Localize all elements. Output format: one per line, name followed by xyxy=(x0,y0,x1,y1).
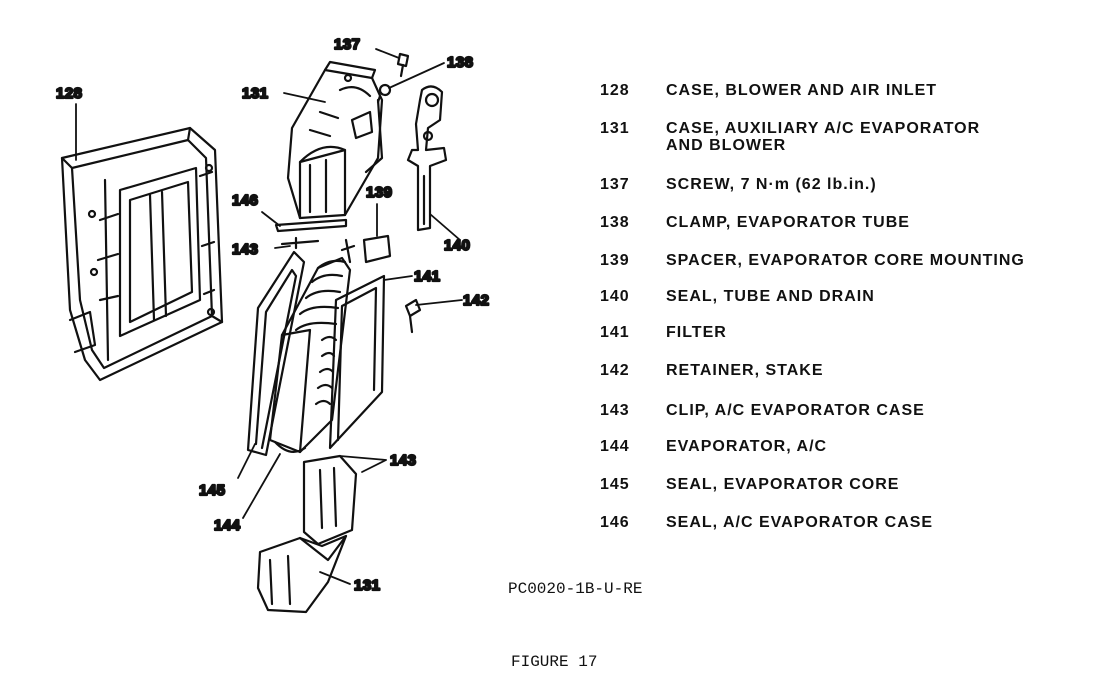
legend-description: CLAMP, EVAPORATOR TUBE xyxy=(666,214,910,231)
legend-number: 143 xyxy=(600,402,630,419)
legend-description: SCREW, 7 N·m (62 lb.in.) xyxy=(666,176,877,193)
callout-143-right: 143 xyxy=(390,452,417,469)
legend-description: FILTER xyxy=(666,324,727,341)
part-141-filter xyxy=(328,274,386,450)
part-140-seal-tube-drain xyxy=(406,85,448,232)
callout-143-left: 143 xyxy=(232,241,259,258)
legend-description: SEAL, A/C EVAPORATOR CASE xyxy=(666,514,934,531)
part-139-spacer xyxy=(362,234,392,264)
legend-number: 128 xyxy=(600,82,630,99)
callout-139: 139 xyxy=(366,184,393,201)
legend-number: 145 xyxy=(600,476,630,493)
legend-number: 146 xyxy=(600,514,630,531)
callout-131-bottom: 131 xyxy=(354,577,381,594)
part-146-seal xyxy=(274,218,348,233)
legend-description: RETAINER, STAKE xyxy=(666,362,824,379)
figure-title: FIGURE 17 xyxy=(511,653,598,671)
legend-number: 138 xyxy=(600,214,630,231)
legend-description: SPACER, EVAPORATOR CORE MOUNTING xyxy=(666,252,1025,269)
callout-141: 141 xyxy=(414,268,441,285)
legend-number: 144 xyxy=(600,438,630,455)
callout-142: 142 xyxy=(463,292,490,309)
part-137-screw xyxy=(396,52,410,78)
part-144-evaporator xyxy=(268,238,356,454)
legend-number: 142 xyxy=(600,362,630,379)
legend-description: CASE, BLOWER AND AIR INLET xyxy=(666,82,938,99)
callout-138: 138 xyxy=(447,54,474,71)
legend-description-line2: AND BLOWER xyxy=(666,137,787,154)
part-138-clamp xyxy=(376,83,392,104)
callout-145: 145 xyxy=(199,482,226,499)
legend-description: SEAL, EVAPORATOR CORE xyxy=(666,476,900,493)
callout-144: 144 xyxy=(214,517,241,534)
legend-description: CLIP, A/C EVAPORATOR CASE xyxy=(666,402,925,419)
figure-code: PC0020-1B-U-RE xyxy=(508,580,643,598)
legend-number: 140 xyxy=(600,288,630,305)
leader-lines xyxy=(75,48,463,585)
legend-description: CASE, AUXILIARY A/C EVAPORATOR xyxy=(666,120,981,137)
part-142-retainer xyxy=(404,298,422,334)
legend-description: EVAPORATOR, A/C xyxy=(666,438,828,455)
callout-128: 128 xyxy=(56,85,83,102)
part-131-lower-case xyxy=(256,454,358,614)
callout-137: 137 xyxy=(334,36,361,53)
callout-140: 140 xyxy=(444,237,471,254)
legend-number: 131 xyxy=(600,120,630,137)
legend-number: 139 xyxy=(600,252,630,269)
legend-number: 137 xyxy=(600,176,630,193)
part-128-case-blower-air-inlet xyxy=(60,126,224,382)
part-145-seal-core xyxy=(246,250,306,457)
legend-number: 141 xyxy=(600,324,630,341)
part-143-clip-left xyxy=(280,236,320,250)
legend-description: SEAL, TUBE AND DRAIN xyxy=(666,288,875,305)
callout-131-top: 131 xyxy=(242,85,269,102)
part-131-upper-case xyxy=(286,60,384,220)
callout-146: 146 xyxy=(232,192,259,209)
